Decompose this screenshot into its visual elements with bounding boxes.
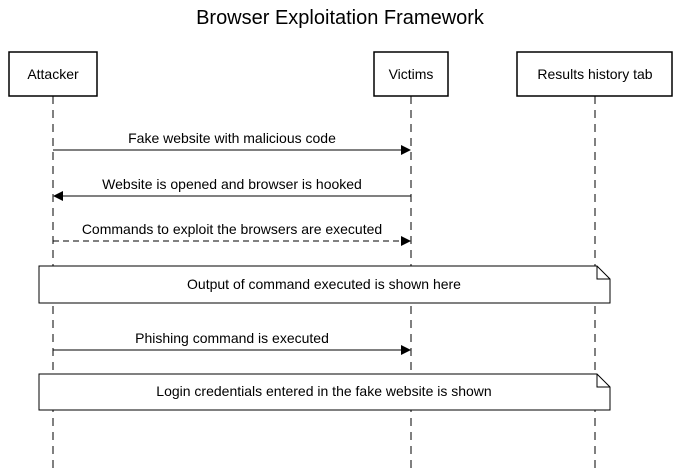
participant-attacker: Attacker [8,51,98,97]
participant-attacker-label: Attacker [27,66,79,82]
note-login-credentials: Login credentials entered in the fake we… [38,373,611,411]
message-browser-hooked-label: Website is opened and browser is hooked [102,176,362,192]
message-exploit-commands-label: Commands to exploit the browsers are exe… [82,221,382,237]
message-phishing: Phishing command is executed [53,330,411,355]
diagram-title: Browser Exploitation Framework [196,7,485,29]
participant-victims: Victims [373,51,449,97]
participant-results: Results history tab [516,51,673,97]
message-browser-hooked: Website is opened and browser is hooked [53,176,411,201]
message-fake-website-label: Fake website with malicious code [128,130,336,146]
note-command-output-label: Output of command executed is shown here [187,276,461,292]
note-command-output: Output of command executed is shown here [38,265,611,304]
message-phishing-label: Phishing command is executed [135,330,329,346]
message-fake-website: Fake website with malicious code [53,130,411,155]
message-exploit-commands: Commands to exploit the browsers are exe… [53,221,411,246]
note-login-credentials-label: Login credentials entered in the fake we… [156,383,491,399]
participant-victims-label: Victims [389,66,434,82]
participant-results-label: Results history tab [537,66,652,82]
